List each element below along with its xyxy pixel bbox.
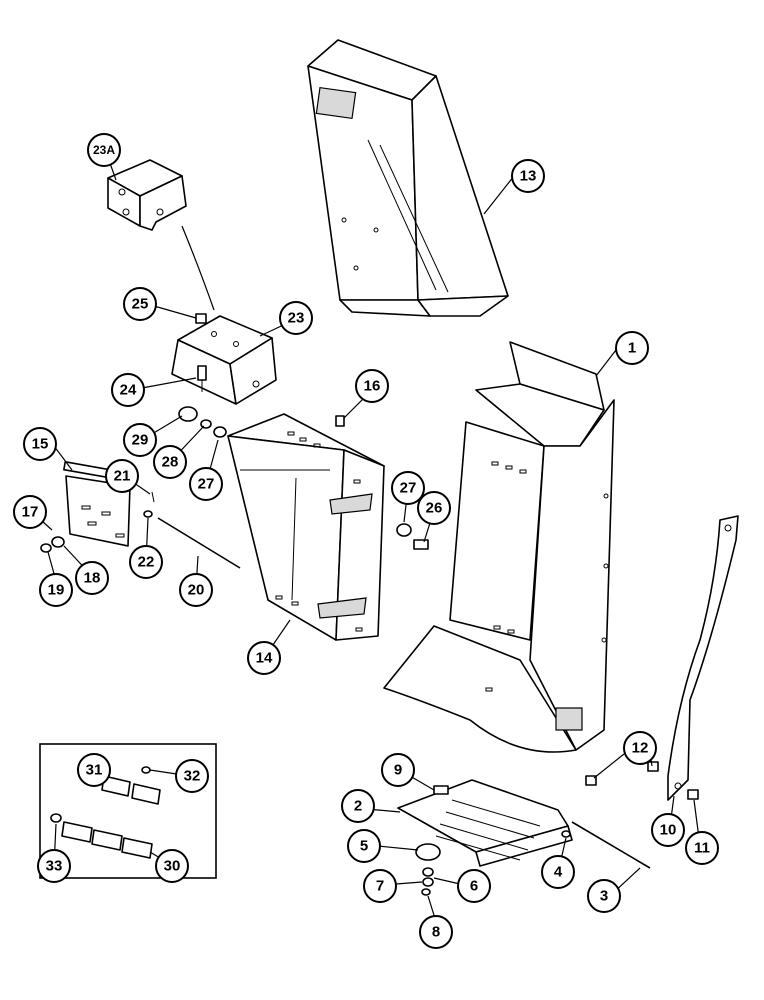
callout-26-label: 26 [426,500,443,517]
callout-32-label: 32 [184,768,201,785]
callout-23[interactable]: 23 [279,301,313,335]
callout-28[interactable]: 28 [153,445,187,479]
callout-8-label: 8 [432,924,440,941]
callout-11-label: 11 [694,840,710,857]
hardware-small-parts [40,313,699,896]
part-1-main-chute [383,341,615,753]
callout-7[interactable]: 7 [363,869,397,903]
part-10-support-strap [667,515,739,801]
callout-22-label: 22 [138,554,155,571]
callout-25[interactable]: 25 [123,287,157,321]
part-23-bracket [171,315,277,405]
callout-1[interactable]: 1 [615,331,649,365]
callout-15[interactable]: 15 [23,427,57,461]
callout-17[interactable]: 17 [13,495,47,529]
callout-14-label: 14 [256,650,273,667]
part-23a-bracket [107,159,187,231]
inset-box [39,743,217,879]
callout-17-label: 17 [22,504,39,521]
callout-12[interactable]: 12 [623,731,657,765]
callout-10-label: 10 [660,822,677,839]
callout-16[interactable]: 16 [355,369,389,403]
callout-30[interactable]: 30 [155,849,189,883]
callout-14[interactable]: 14 [247,641,281,675]
callout-19-label: 19 [48,582,65,599]
callout-5[interactable]: 5 [347,829,381,863]
callout-2[interactable]: 2 [341,789,375,823]
callout-9[interactable]: 9 [381,753,415,787]
callout-4-label: 4 [554,864,563,881]
callout-13[interactable]: 13 [511,159,545,193]
callout-9-label: 9 [394,762,402,779]
callout-11[interactable]: 11 [685,831,719,865]
callout-33[interactable]: 33 [37,849,71,883]
callout-29[interactable]: 29 [123,423,157,457]
callout-33-label: 33 [46,858,63,875]
callout-31[interactable]: 31 [77,753,111,787]
callout-16-label: 16 [364,378,381,395]
callout-4[interactable]: 4 [541,855,575,889]
callout-27-right[interactable]: 27 [391,471,425,505]
callout-3-label: 3 [600,888,608,905]
callout-20-label: 20 [188,582,205,599]
callout-21-label: 21 [114,468,131,485]
callout-2-label: 2 [354,798,362,815]
callout-24[interactable]: 24 [111,373,145,407]
callout-10[interactable]: 10 [651,813,685,847]
callout-22[interactable]: 22 [129,545,163,579]
callout-21[interactable]: 21 [105,459,139,493]
part-20-rod [157,517,241,569]
callout-layer: 1 2 3 4 5 6 7 8 9 10 11 12 13 14 15 16 1… [13,133,719,949]
callout-27-left[interactable]: 27 [189,467,223,501]
callout-20[interactable]: 20 [179,573,213,607]
part-3-rod [571,821,651,869]
callout-24-label: 24 [120,382,137,399]
callout-29-label: 29 [132,432,149,449]
callout-31-label: 31 [86,762,103,779]
callout-15-label: 15 [32,436,49,453]
part-14-chute-section [227,413,385,641]
callout-13-label: 13 [520,168,537,185]
callout-23a-label: 23A [93,143,115,157]
callout-5-label: 5 [360,838,368,855]
callout-12-label: 12 [632,740,649,757]
callout-27-right-label: 27 [400,480,417,497]
callout-8[interactable]: 8 [419,915,453,949]
callout-7-label: 7 [376,878,384,895]
part-13-upper-chute [307,39,509,317]
callout-3[interactable]: 3 [587,879,621,913]
callout-6[interactable]: 6 [457,869,491,903]
callout-30-label: 30 [164,858,181,875]
callout-32[interactable]: 32 [175,759,209,793]
part-2-step-assembly [397,779,573,867]
callout-6-label: 6 [470,878,478,895]
callout-1-label: 1 [628,340,636,357]
callout-27-left-label: 27 [198,476,215,493]
callout-19[interactable]: 19 [39,573,73,607]
callout-25-label: 25 [132,296,149,313]
callout-18[interactable]: 18 [75,561,109,595]
callout-26[interactable]: 26 [417,491,451,525]
callout-28-label: 28 [162,454,179,471]
callout-23a[interactable]: 23A [87,133,121,167]
callout-18-label: 18 [84,570,101,587]
callout-23-label: 23 [288,310,305,327]
